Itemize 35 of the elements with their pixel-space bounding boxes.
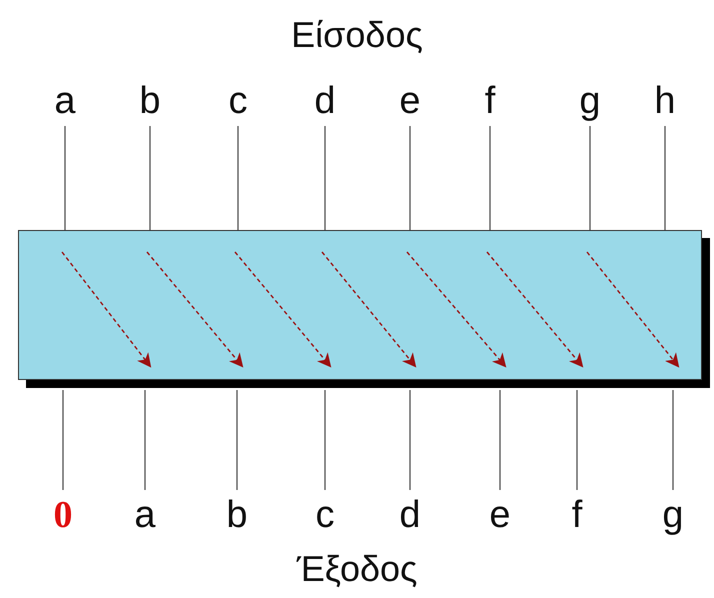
output-bit-label: a xyxy=(125,492,165,538)
input-bit-label: g xyxy=(570,78,610,124)
connector-line xyxy=(149,126,151,230)
input-bit-label: d xyxy=(305,78,345,124)
input-bit-label: h xyxy=(645,78,685,124)
input-bit-label: f xyxy=(470,78,510,124)
connector-line xyxy=(409,126,411,230)
output-bit-label: g xyxy=(653,492,693,538)
output-bit-label: f xyxy=(557,492,597,538)
connector-line xyxy=(589,126,591,230)
connector-line xyxy=(144,390,146,490)
output-bit-label: b xyxy=(217,492,257,538)
connector-line xyxy=(236,390,238,490)
input-bit-label: a xyxy=(45,78,85,124)
output-bit-label: c xyxy=(305,492,345,538)
connector-line xyxy=(237,126,239,230)
connector-line xyxy=(489,126,491,230)
connector-line xyxy=(499,390,501,490)
input-heading: Είσοδος xyxy=(291,14,423,56)
output-bit-label: d xyxy=(390,492,430,538)
connector-line xyxy=(576,390,578,490)
connector-line xyxy=(62,390,64,490)
connector-line xyxy=(672,390,674,490)
connector-line xyxy=(324,126,326,230)
input-bit-label: c xyxy=(218,78,258,124)
output-bit-label: 0 xyxy=(43,492,83,538)
connector-line xyxy=(64,126,66,230)
input-bit-label: b xyxy=(130,78,170,124)
output-heading: Έξοδος xyxy=(296,548,418,590)
register-box xyxy=(18,230,702,380)
connector-line xyxy=(664,126,666,230)
output-bit-label: e xyxy=(480,492,520,538)
connector-line xyxy=(409,390,411,490)
input-bit-label: e xyxy=(390,78,430,124)
connector-line xyxy=(324,390,326,490)
